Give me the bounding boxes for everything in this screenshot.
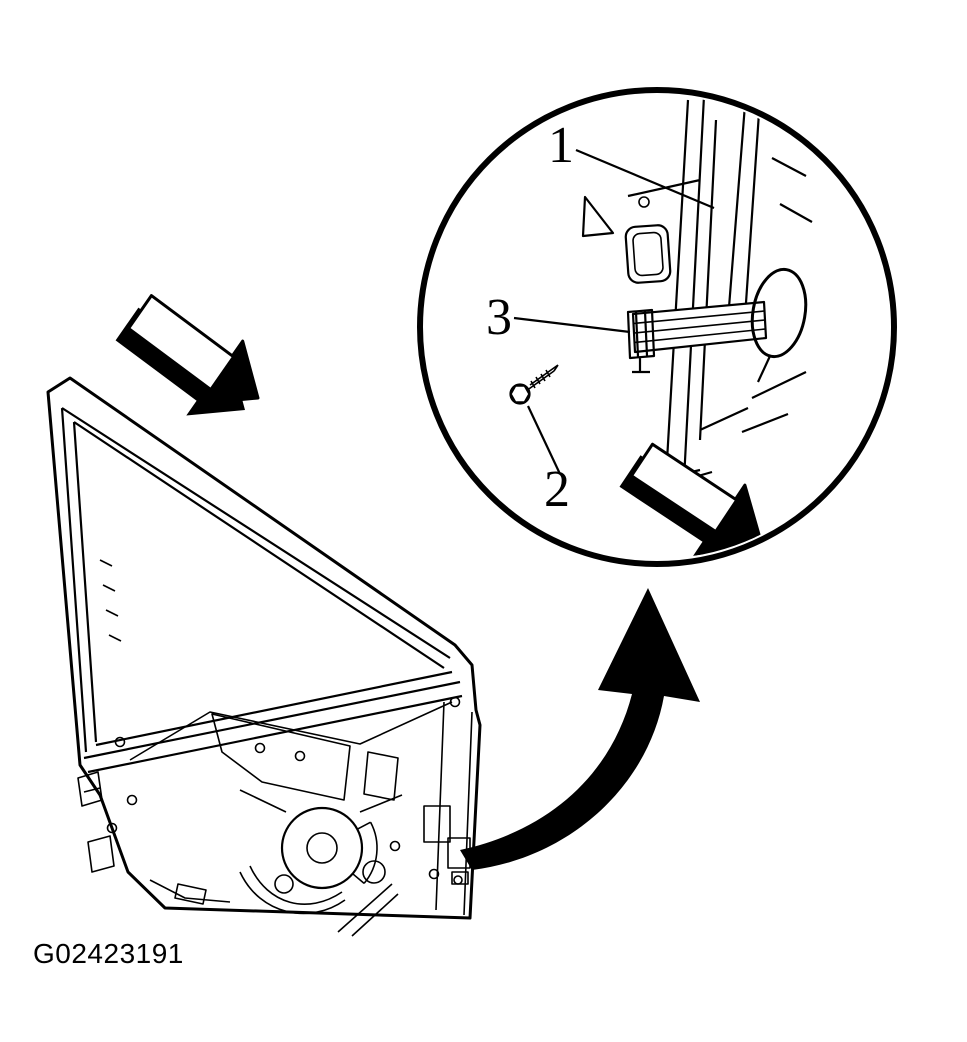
figure-id: G02423191 — [33, 938, 184, 969]
motor-gearbox — [362, 860, 386, 884]
panel-hole — [449, 696, 461, 708]
door-assembly-drawing — [46, 376, 482, 937]
motor-hub — [306, 832, 338, 864]
door-latch-details — [447, 837, 471, 885]
lock-pillar-lines — [627, 95, 813, 482]
belt-line-moldings — [83, 670, 463, 774]
block-arrow-inset — [619, 442, 762, 556]
retainer-clip — [626, 308, 656, 374]
wedge-pointer — [581, 195, 615, 238]
panel-hole — [254, 742, 266, 754]
callout-3-label: 3 — [486, 289, 512, 346]
panel-hole — [453, 875, 463, 885]
belt-reinforcement-bar — [631, 300, 768, 354]
block-arrow-upper-left — [115, 294, 260, 416]
panel-hole — [114, 736, 126, 748]
regulator-arms — [239, 789, 403, 813]
window-regulator-motor — [239, 789, 403, 894]
bolt-head — [509, 383, 531, 405]
opening-inner — [632, 231, 664, 277]
opening-outer — [624, 224, 672, 284]
pillar-hole — [638, 196, 650, 208]
bolt-shank — [525, 364, 559, 392]
detail-inset: 1 3 2 — [417, 87, 897, 567]
glass-run-ticks — [99, 559, 122, 642]
panel-hole — [106, 822, 118, 834]
inner-panel-creases — [129, 701, 473, 916]
block-arrow-head — [199, 341, 258, 404]
door-outline — [46, 376, 482, 920]
motor-housing — [280, 806, 364, 890]
bolt-head-hex — [510, 385, 530, 403]
panel-holes — [106, 696, 463, 885]
window-frame-inner-lines — [60, 407, 451, 753]
block-arrow-head — [705, 485, 760, 545]
panel-hole — [126, 794, 138, 806]
door-handle-outline — [750, 267, 808, 359]
sector-gear — [352, 821, 378, 885]
bar-stripes — [633, 310, 766, 344]
panel-hole — [428, 868, 440, 880]
lower-panel-details — [149, 879, 399, 937]
magnify-arrow — [460, 588, 700, 870]
pillar-access-opening — [624, 224, 672, 284]
callout-2-leader — [527, 405, 561, 475]
regulator-cables — [239, 865, 346, 915]
inset-circle-border — [417, 87, 897, 567]
callout-2-label: 2 — [544, 461, 570, 518]
handle-stem-line — [757, 355, 771, 383]
panel-hole — [389, 840, 401, 852]
callout-1-leader — [575, 148, 715, 210]
bolt-icon — [509, 364, 559, 405]
motor-mount — [274, 874, 294, 894]
hinge-details — [77, 771, 115, 873]
callout-1-label: 1 — [548, 117, 574, 174]
panel-hole — [294, 750, 306, 762]
callout-3-leader — [513, 316, 631, 334]
